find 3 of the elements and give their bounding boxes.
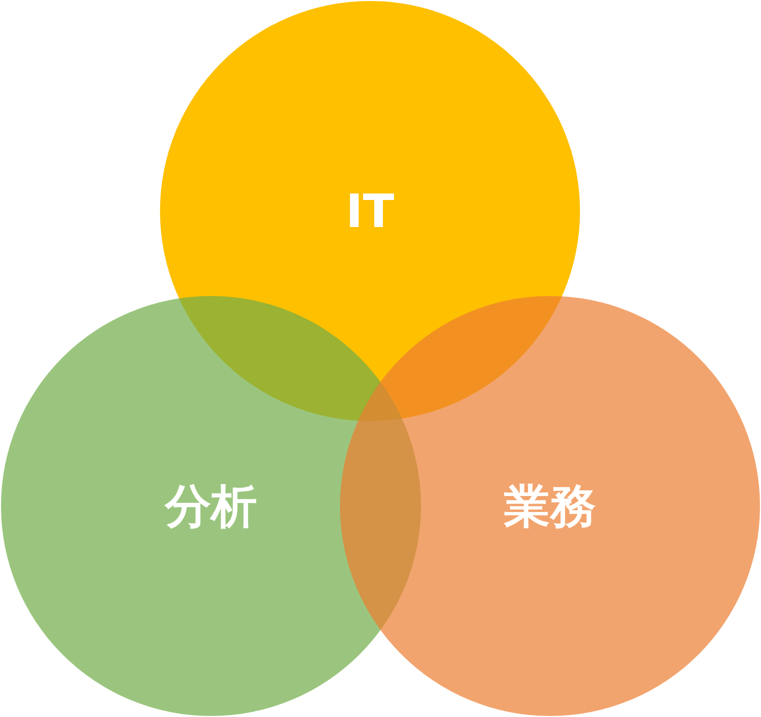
circle-label: 業務 [504, 483, 596, 529]
circle-label: 分析 [165, 483, 257, 529]
circle-label: IT [346, 188, 394, 234]
